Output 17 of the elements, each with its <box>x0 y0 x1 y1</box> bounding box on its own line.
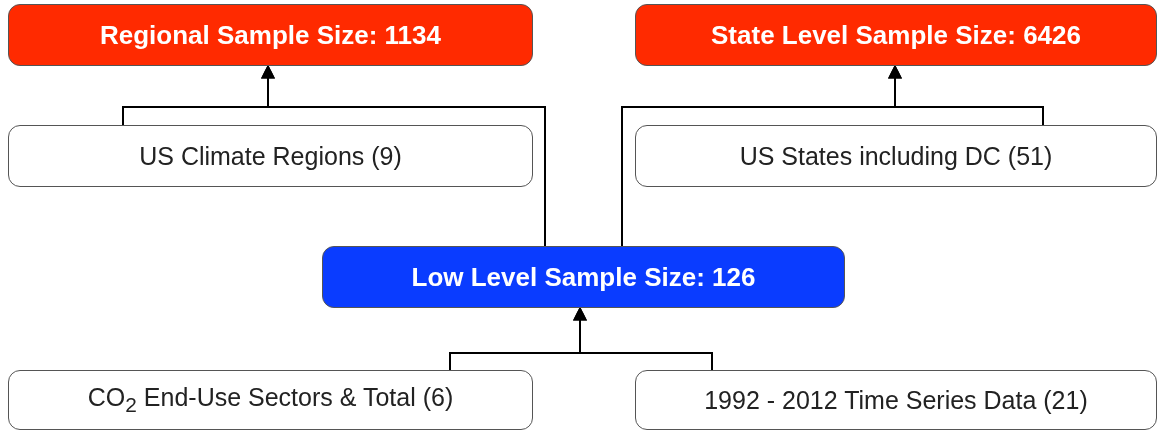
result-box <box>8 4 533 66</box>
result-box <box>635 4 1157 66</box>
connector-arrow <box>261 64 546 247</box>
node-label: Low Level Sample Size: 126 <box>411 261 756 293</box>
category-box <box>8 125 533 187</box>
category-box <box>635 125 1157 187</box>
connector-arrow <box>573 306 713 371</box>
node-label: Regional Sample Size: 1134 <box>99 19 441 51</box>
node-label: State Level Sample Size: 6426 <box>711 19 1081 51</box>
node-label: CO$_{2}$ End-Use Sectors & Total (6) <box>87 383 454 417</box>
connector-arrow <box>621 64 902 247</box>
node-label: 1992 - 2012 Time Series Data (21) <box>704 385 1088 415</box>
category-box <box>8 370 533 430</box>
node-label: US States including DC (51) <box>739 141 1053 171</box>
sample-box <box>322 246 845 308</box>
node-label: US Climate Regions (9) <box>139 141 402 171</box>
category-box <box>635 370 1157 430</box>
